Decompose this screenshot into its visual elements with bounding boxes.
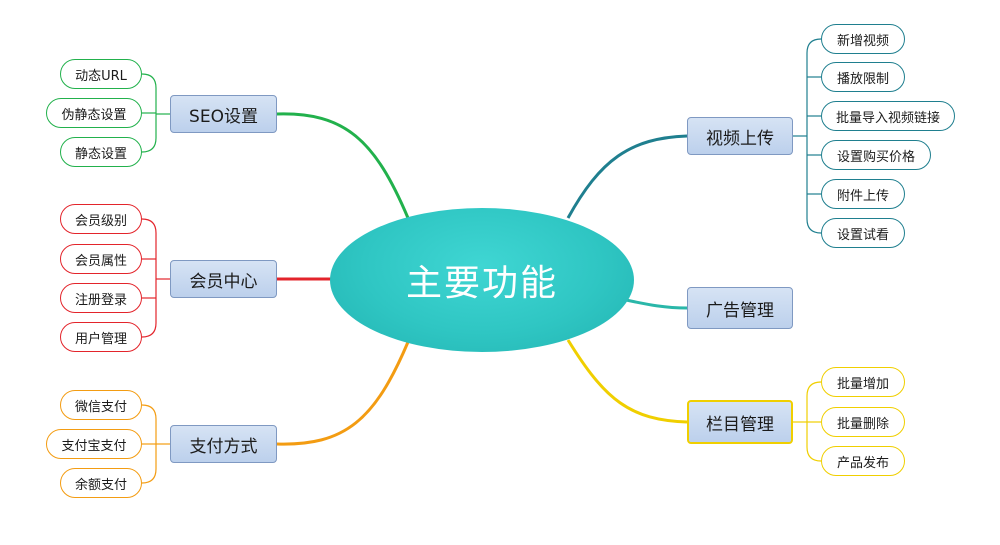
leaf-member-register[interactable]: 注册登录 (60, 283, 142, 313)
link-payment (276, 341, 410, 446)
leaf-seo-pseudo-static[interactable]: 伪静态设置 (46, 98, 142, 128)
branch-seo[interactable]: SEO设置 (170, 95, 277, 133)
center-topic[interactable]: 主要功能 (330, 208, 634, 352)
video-bracket (793, 38, 822, 234)
leaf-column-publish[interactable]: 产品发布 (821, 446, 905, 476)
leaf-video-price[interactable]: 设置购买价格 (821, 140, 931, 170)
leaf-member-user-manage[interactable]: 用户管理 (60, 322, 142, 352)
leaf-member-attribute[interactable]: 会员属性 (60, 244, 142, 274)
link-seo (276, 112, 410, 219)
leaf-column-batch-add[interactable]: 批量增加 (821, 367, 905, 397)
branch-member[interactable]: 会员中心 (170, 260, 277, 298)
column-bracket (793, 381, 822, 462)
leaf-video-new[interactable]: 新增视频 (821, 24, 905, 54)
leaf-video-attachment[interactable]: 附件上传 (821, 179, 905, 209)
leaf-payment-alipay[interactable]: 支付宝支付 (46, 429, 142, 459)
branch-video[interactable]: 视频上传 (687, 117, 793, 155)
leaf-member-level[interactable]: 会员级别 (60, 204, 142, 234)
branch-payment[interactable]: 支付方式 (170, 425, 277, 463)
leaf-video-trial[interactable]: 设置试看 (821, 218, 905, 248)
payment-bracket (141, 404, 170, 484)
link-video (566, 134, 688, 219)
leaf-video-play-limit[interactable]: 播放限制 (821, 62, 905, 92)
leaf-column-batch-delete[interactable]: 批量删除 (821, 407, 905, 437)
leaf-payment-wechat[interactable]: 微信支付 (60, 390, 142, 420)
link-ads (625, 298, 688, 310)
link-column (566, 339, 688, 424)
leaf-video-batch-import[interactable]: 批量导入视频链接 (821, 101, 955, 131)
branch-column[interactable]: 栏目管理 (687, 400, 793, 444)
member-bracket (141, 218, 170, 338)
leaf-seo-static[interactable]: 静态设置 (60, 137, 142, 167)
leaf-seo-dynamic-url[interactable]: 动态URL (60, 59, 142, 89)
branch-ads[interactable]: 广告管理 (687, 287, 793, 329)
seo-bracket (141, 73, 170, 153)
leaf-payment-balance[interactable]: 余额支付 (60, 468, 142, 498)
